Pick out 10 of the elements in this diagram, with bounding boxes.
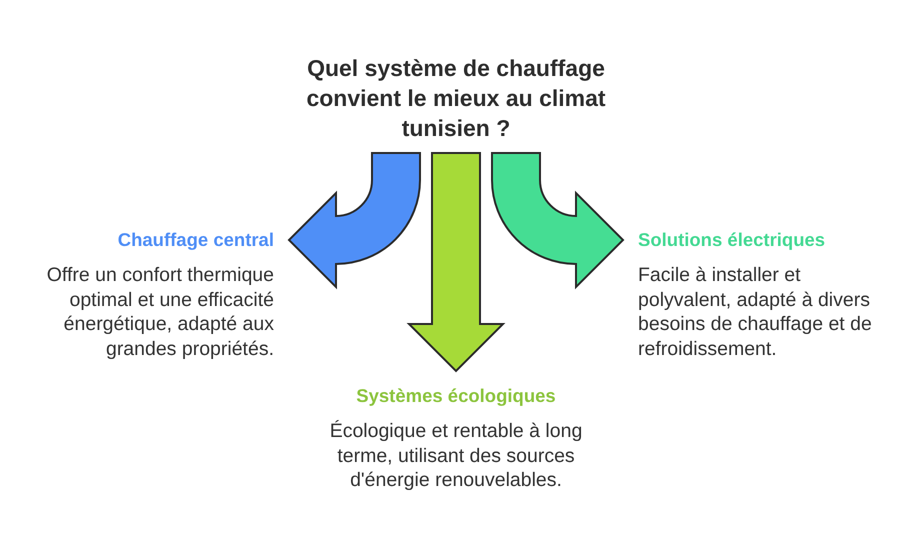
option-heading: Chauffage central	[116, 228, 274, 252]
option-description: Offre un confort thermique optimal et une efficacité énergétique, adapté aux grandes propriétés.	[46, 263, 274, 361]
option-heading: Systèmes écologiques	[355, 384, 557, 408]
curved-block-arrow	[491, 152, 624, 288]
option-description: Écologique et rentable à long terme, utilisant des sources d'énergie renouvelables.	[328, 419, 584, 492]
diagram-title: Quel système de chauffage convient le mieux au climat tunisien ?	[291, 53, 621, 143]
option-heading: Solutions électriques	[638, 228, 826, 252]
curved-block-arrow	[288, 152, 421, 288]
block-arrow	[406, 152, 506, 372]
option-description: Facile à installer et polyvalent, adapté à divers besoins de chauffage et de refroidissement.	[638, 263, 873, 361]
